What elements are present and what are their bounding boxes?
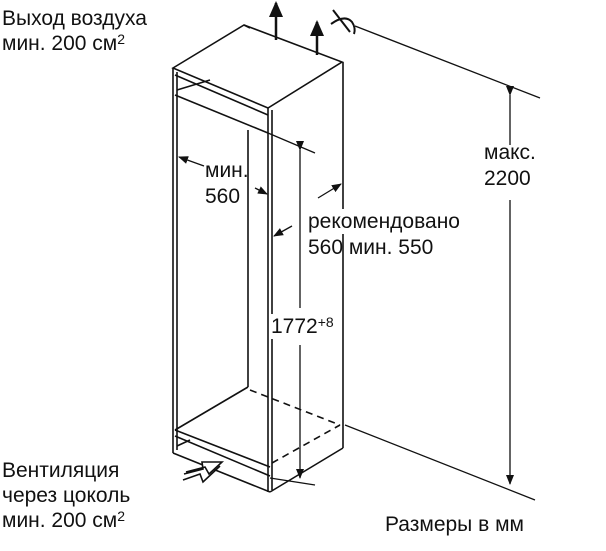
air-outlet-label: Выход воздуха bbox=[2, 7, 147, 30]
units-note: Размеры в мм bbox=[385, 513, 524, 536]
min-width-label: мин. bbox=[205, 159, 249, 182]
cabinet-outline bbox=[171, 24, 344, 493]
ventilation-area-label: мин. 200 см2 bbox=[2, 508, 126, 532]
max-height-value: 2200 bbox=[484, 167, 531, 190]
dimension-lines bbox=[178, 25, 541, 501]
ventilation-label: Вентиляция bbox=[2, 459, 120, 482]
niche-height-label: 1772+8 bbox=[271, 314, 334, 339]
air-outlet-arrows bbox=[269, 1, 324, 55]
ventilation-arrow-icon bbox=[182, 461, 225, 484]
air-outlet-area-label: мин. 200 см2 bbox=[2, 31, 126, 55]
height-symbol-icon bbox=[330, 9, 356, 35]
recommended-depth-value: 560 мин. 550 bbox=[308, 236, 434, 259]
min-width-value: 560 bbox=[205, 185, 241, 208]
ventilation-via-plinth-label: через цоколь bbox=[2, 484, 131, 507]
recommended-depth-label: рекомендовано bbox=[308, 209, 460, 234]
max-height-label: макс. bbox=[484, 141, 536, 164]
